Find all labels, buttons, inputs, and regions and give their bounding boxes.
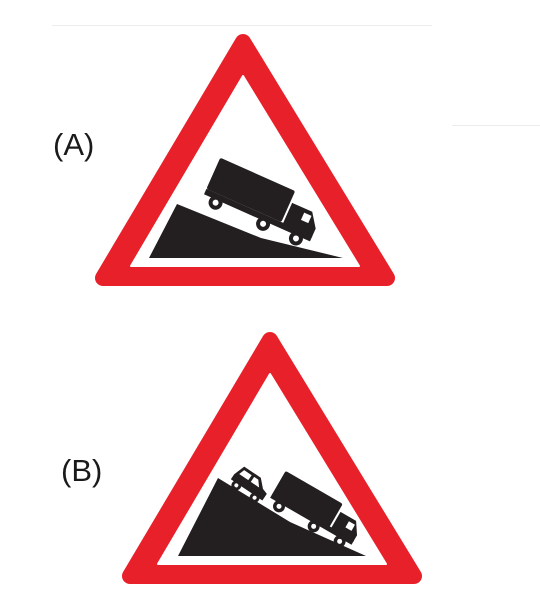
steep-descent-truck-sign [95, 34, 395, 286]
right-divider [452, 125, 540, 126]
car-icon [230, 466, 267, 503]
option-a-label: (A) [53, 127, 95, 162]
top-divider [52, 25, 432, 26]
truck-icon [204, 158, 316, 246]
slope [149, 204, 343, 258]
truck-icon [270, 471, 358, 548]
slope [178, 478, 366, 556]
steep-descent-car-and-truck-sign [122, 332, 422, 584]
option-b-label: (B) [61, 453, 103, 488]
